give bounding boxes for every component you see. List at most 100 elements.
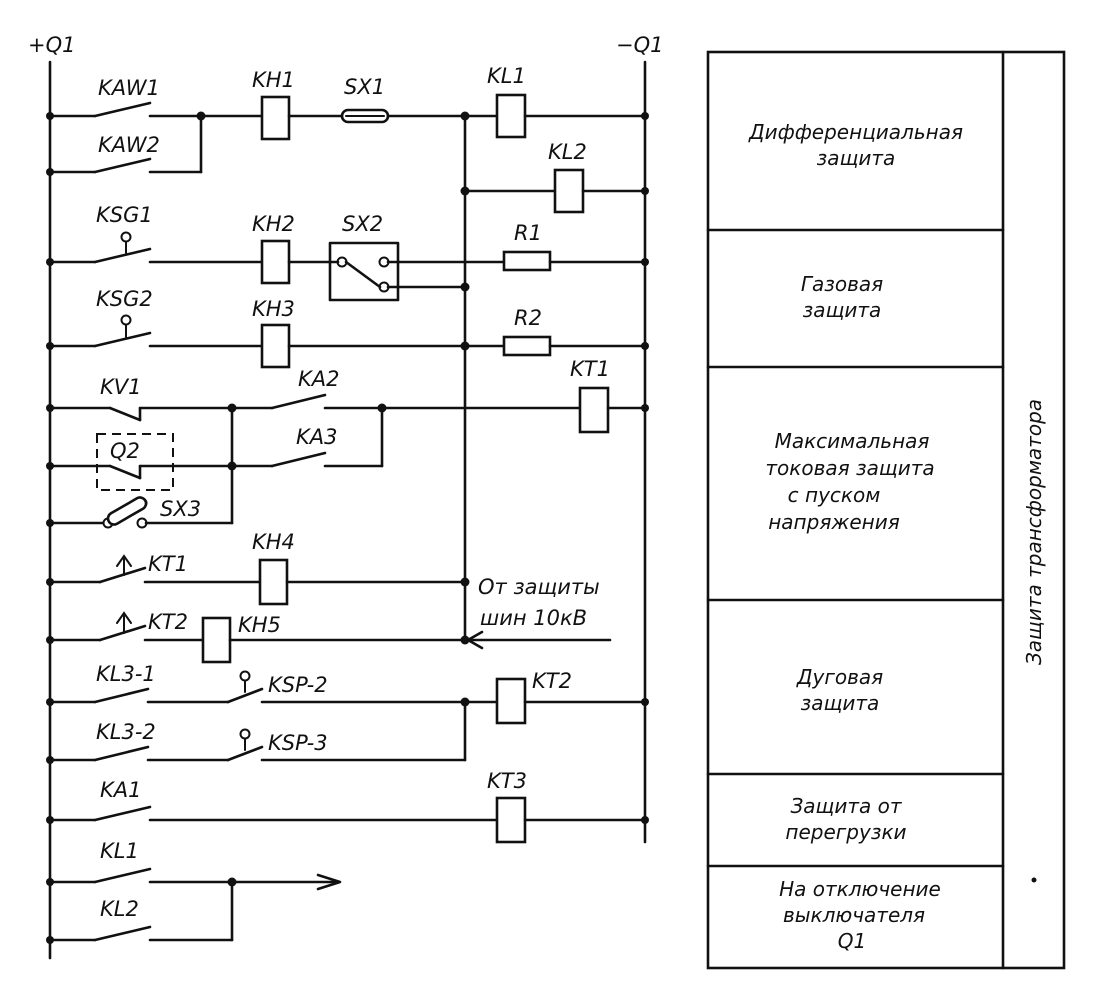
trip-output-arrow (316, 873, 342, 891)
kh4-coil (258, 558, 289, 606)
legend-block-line: Дифференциальная (748, 120, 963, 144)
kt2-coil (495, 677, 527, 725)
ksg1-label: KSG1 (96, 203, 153, 227)
kh1-label: KH1 (252, 68, 295, 92)
kh3-label: KH3 (252, 297, 295, 321)
ka3-label: KA3 (296, 425, 338, 449)
ksg2-label: KSG2 (96, 287, 153, 311)
legend-block-line: Газовая (801, 272, 883, 296)
sx1-label: SX1 (344, 75, 385, 99)
kt1-coil-label: KT1 (570, 357, 610, 381)
ksp3-label: KSP-3 (268, 731, 328, 755)
kt1-contact-label: KT1 (148, 552, 188, 576)
kaw2-label: KAW2 (98, 133, 160, 157)
r2-resistor (502, 335, 552, 357)
kt1-time-contact (98, 566, 147, 584)
legend-vertical-title: Защита трансформатора (1022, 399, 1046, 665)
kl1-contact-label: KL1 (100, 839, 139, 863)
kl2-coil (553, 168, 585, 214)
legend-block-line: Защита от (790, 794, 902, 818)
kh5-label: KH5 (238, 613, 281, 637)
legend-block-line: токовая защита (765, 456, 934, 480)
ksp3-contact (226, 745, 264, 762)
sx2-switch (328, 241, 400, 302)
junction-dots (46, 111, 649, 944)
kl3-1-label: KL3-1 (96, 662, 156, 686)
legend-block-line: Q1 (838, 929, 866, 953)
legend-block-line: перегрузки (785, 820, 906, 844)
legend-block-trip: На отключение выключателя Q1 (779, 877, 941, 953)
q2-contact (108, 464, 142, 480)
kl2-trip-contact (93, 925, 152, 942)
kl3-2-label: KL3-2 (96, 720, 156, 744)
ka2-contact (270, 393, 327, 410)
negative-bus-label: −Q1 (616, 33, 664, 57)
kt2-contact-label: KT2 (148, 610, 188, 634)
r2-label: R2 (514, 306, 542, 330)
kt1-coil (578, 386, 610, 434)
kl1-trip-contact (93, 867, 152, 884)
legend-block-overload: Защита от перегрузки (785, 794, 906, 844)
ka1-contact (93, 805, 152, 822)
row-gas-1 (48, 231, 647, 302)
legend-block-differential: Дифференциальная защита (748, 120, 963, 170)
kv1-contact (108, 406, 142, 422)
kt2-coil-label: KT2 (532, 669, 572, 693)
kt3-coil (495, 796, 527, 844)
external-signal-line1: От защиты (478, 575, 600, 599)
kl2-contact-label: KL2 (100, 897, 139, 921)
kv1-label: KV1 (100, 375, 142, 399)
ka3-contact (270, 451, 327, 468)
kh2-coil (260, 239, 291, 285)
row-overload (48, 796, 647, 844)
legend-block-line: защита (801, 691, 880, 715)
ksp2-label: KSP-2 (268, 673, 328, 697)
row-kt2-signal (48, 611, 612, 664)
legend-block-overcurrent: Максимальная токовая защита с пуском нап… (765, 429, 934, 534)
row-kt1-signal (48, 554, 467, 606)
legend-block-line: напряжения (768, 510, 900, 534)
kaw1-contact (93, 101, 152, 118)
q2-label: Q2 (110, 439, 140, 463)
ka1-label: KA1 (100, 778, 142, 802)
kl1-coil-label: KL1 (487, 64, 526, 88)
legend-block-line: Дуговая (796, 665, 883, 689)
row-differential (48, 93, 647, 214)
r1-resistor (502, 250, 552, 272)
legend-block-line: защита (803, 298, 882, 322)
kt3-label: KT3 (487, 769, 527, 793)
kaw2-contact (93, 157, 152, 174)
kh2-label: KH2 (252, 212, 295, 236)
kh1-coil (260, 95, 291, 141)
q2-box (96, 433, 174, 491)
kl2-coil-label: KL2 (548, 140, 587, 164)
legend-block-line: На отключение (779, 877, 941, 901)
external-signal-line2: шин 10кВ (480, 606, 587, 630)
legend-table (706, 50, 1066, 970)
kh3-coil (260, 323, 291, 369)
legend-block-line: Максимальная (775, 429, 930, 453)
legend-mark (1031, 877, 1037, 883)
kl3-1-contact (93, 687, 150, 704)
legend-block-line: выключателя (783, 903, 925, 927)
kl3-2-contact (93, 745, 150, 762)
sx3-label: SX3 (160, 497, 201, 521)
legend-block-line: с пуском (788, 483, 881, 507)
kh5-coil (201, 616, 232, 664)
ka2-label: KA2 (298, 367, 340, 391)
ksp2-contact (226, 687, 264, 704)
ksg1-contact (93, 247, 152, 264)
ksg2-contact (93, 331, 152, 348)
row-arc (48, 670, 647, 762)
legend-block-line: защита (817, 146, 896, 170)
sx2-label: SX2 (342, 212, 383, 236)
legend-block-gas: Газовая защита (801, 272, 883, 322)
kl1-coil (495, 93, 527, 139)
row-trip (48, 867, 342, 942)
kh4-label: KH4 (252, 530, 295, 554)
kaw1-label: KAW1 (98, 76, 160, 100)
positive-bus-label: +Q1 (28, 33, 76, 57)
sx3-link (106, 496, 148, 526)
kt2-time-contact (98, 624, 147, 642)
